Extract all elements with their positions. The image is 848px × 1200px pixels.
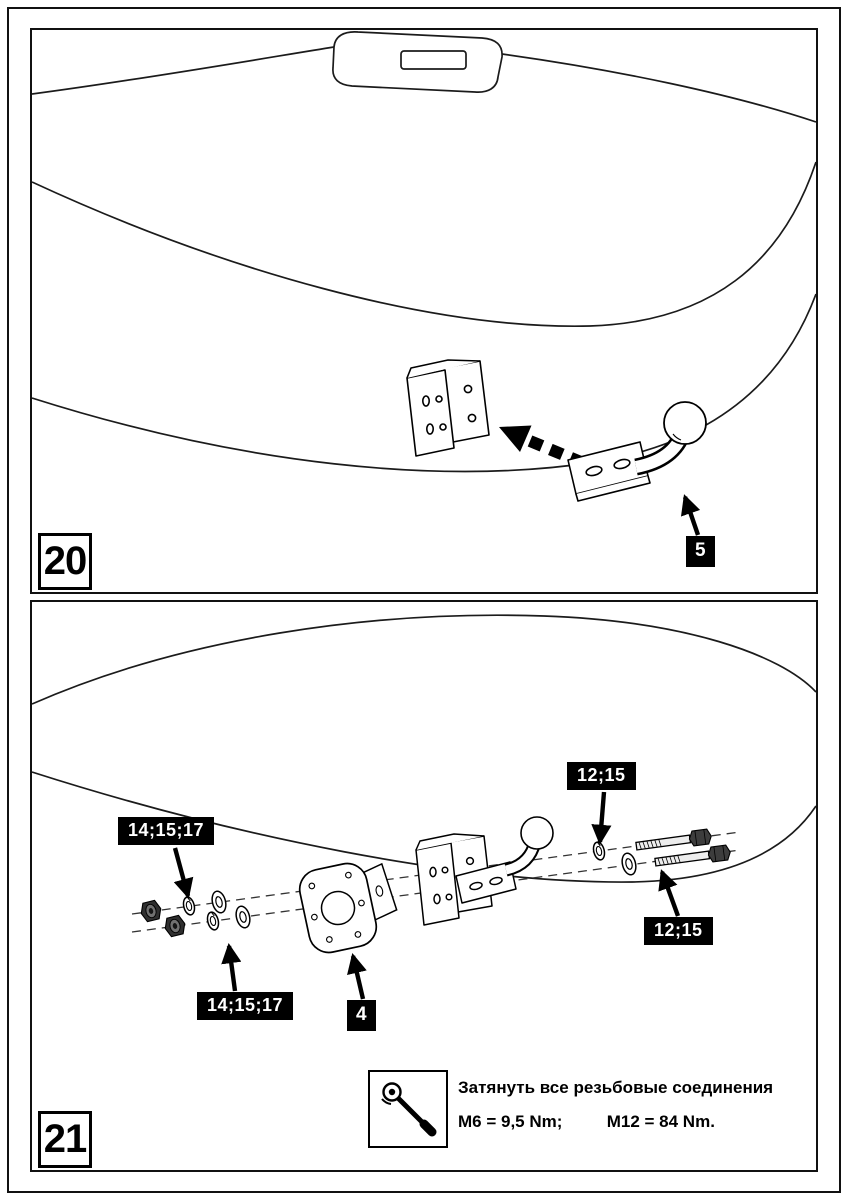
part-label-5: 5 (686, 536, 715, 567)
car-rear-outline (32, 614, 816, 883)
label-5-arrow (680, 494, 701, 536)
part-label-fasteners-top: 12;15 (567, 762, 636, 790)
torque-m6-value: M6 = 9,5 Nm; (458, 1112, 563, 1132)
torque-m12-value: M12 = 84 Nm. (606, 1112, 715, 1132)
step-21-illustration (32, 614, 816, 1000)
part-label-fasteners-right: 12;15 (644, 917, 713, 945)
part-label-4: 4 (347, 1000, 376, 1031)
torque-note-box (368, 1070, 448, 1148)
label-plate-arrow (347, 953, 367, 1000)
step-number-20: 20 (38, 533, 92, 590)
torque-note-line1: Затянуть все резьбовые соединения (458, 1078, 774, 1097)
label-arrows (172, 791, 681, 1000)
torque-note-text: Затянуть все резьбовые соединения M6 = 9… (458, 1078, 808, 1133)
step-20-illustration (32, 31, 816, 536)
step-21-panel: 14;15;17 12;15 12;15 14;15;17 4 Затянуть… (30, 600, 818, 1172)
towball (567, 401, 707, 502)
step-20-panel: 5 20 (30, 28, 818, 594)
torque-note-line2: M6 = 9,5 Nm; M12 = 84 Nm. (458, 1112, 808, 1132)
part-label-hardware-bottom: 14;15;17 (197, 992, 294, 1020)
nuts-and-washers-left (138, 889, 253, 939)
car-rear-outline (32, 31, 816, 473)
towball (455, 816, 554, 904)
label-fasteners-right-arrow (658, 869, 681, 917)
step-number-21: 21 (38, 1111, 92, 1168)
part-label-hardware-top: 14;15;17 (118, 817, 215, 845)
socket-plate (298, 862, 398, 954)
label-hw-top-arrow (172, 847, 194, 899)
mounting-bracket (406, 359, 490, 457)
page-frame (7, 7, 841, 1193)
torque-wrench-icon (381, 1082, 437, 1137)
label-fasteners-top-arrow (591, 791, 612, 846)
label-hw-bottom-arrow (221, 942, 242, 992)
